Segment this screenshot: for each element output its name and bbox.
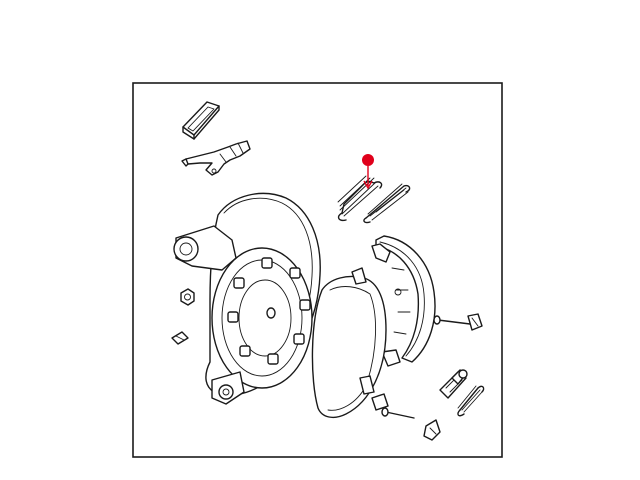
hold-down-pin-lower[interactable]	[381, 407, 415, 419]
parking-brake-lever[interactable]	[181, 140, 251, 176]
brake-shoe-retaining-clip[interactable]	[182, 101, 220, 140]
spring-clip[interactable]	[423, 419, 441, 441]
hold-down-pin-upper[interactable]	[433, 313, 483, 331]
lower-spring[interactable]	[457, 385, 485, 417]
upper-return-spring[interactable]	[337, 175, 383, 222]
adjuster-plug[interactable]	[171, 331, 189, 345]
lug-nut[interactable]	[180, 288, 195, 306]
diagram-frame	[132, 82, 503, 458]
brake-shoe-front[interactable]	[311, 267, 389, 419]
backing-plate[interactable]	[173, 192, 321, 405]
highlight-marker	[362, 154, 374, 190]
adjuster-screw-assembly[interactable]	[439, 369, 468, 399]
brake-shoe-rear[interactable]	[371, 235, 436, 367]
upper-spring-secondary[interactable]	[363, 183, 411, 224]
